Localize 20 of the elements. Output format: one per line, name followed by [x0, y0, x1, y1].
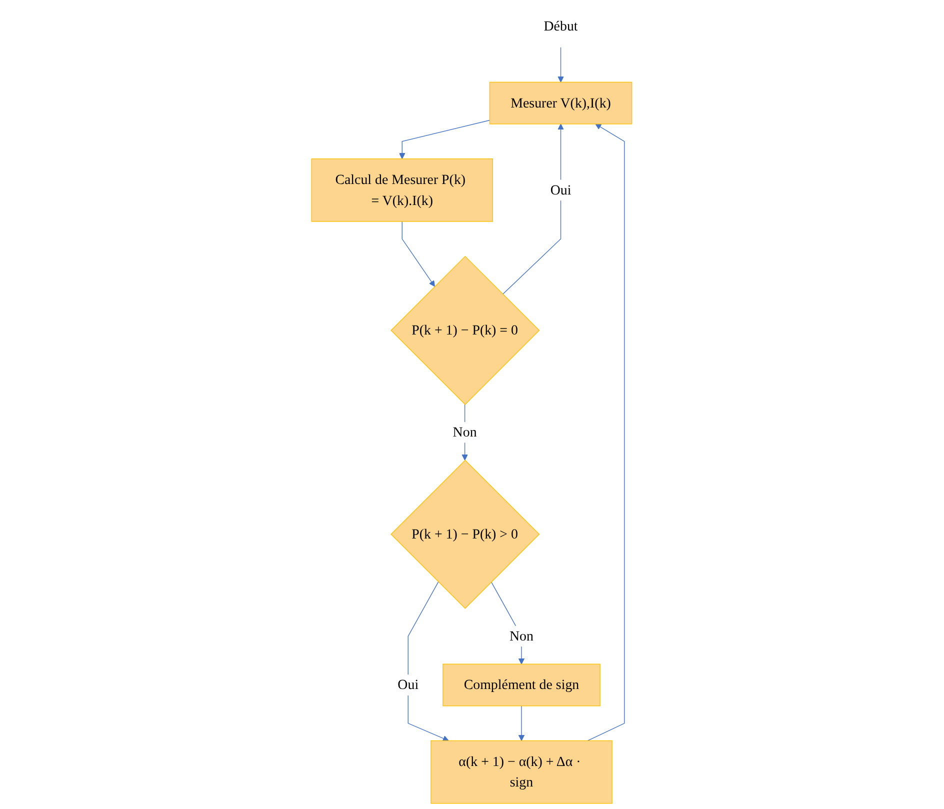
arrow — [491, 582, 525, 664]
arrow — [408, 582, 450, 742]
arrow — [588, 124, 626, 742]
arrow — [462, 404, 468, 460]
edge-label: Non — [510, 628, 534, 644]
edge-label: Non — [453, 424, 478, 440]
arrow — [402, 221, 436, 287]
edge-label: Oui — [398, 677, 419, 693]
arrow — [502, 124, 564, 295]
node-box: Calcul de Mesurer P(k) = V(k).I(k) — [312, 158, 494, 222]
node-text: Début — [544, 18, 578, 34]
node-box: Mesurer V(k),I(k) — [490, 82, 632, 124]
edge-label: Oui — [550, 182, 572, 198]
arrow — [399, 120, 490, 160]
node-box: Complément de sign — [442, 664, 601, 706]
arrow — [518, 706, 525, 741]
arrow — [558, 47, 564, 82]
node-box: α(k + 1) − α(k) + Δα · sign — [430, 740, 613, 804]
node-diamond: P(k + 1) − P(k) > 0 — [390, 460, 540, 609]
node-diamond: P(k + 1) − P(k) = 0 — [390, 256, 540, 405]
